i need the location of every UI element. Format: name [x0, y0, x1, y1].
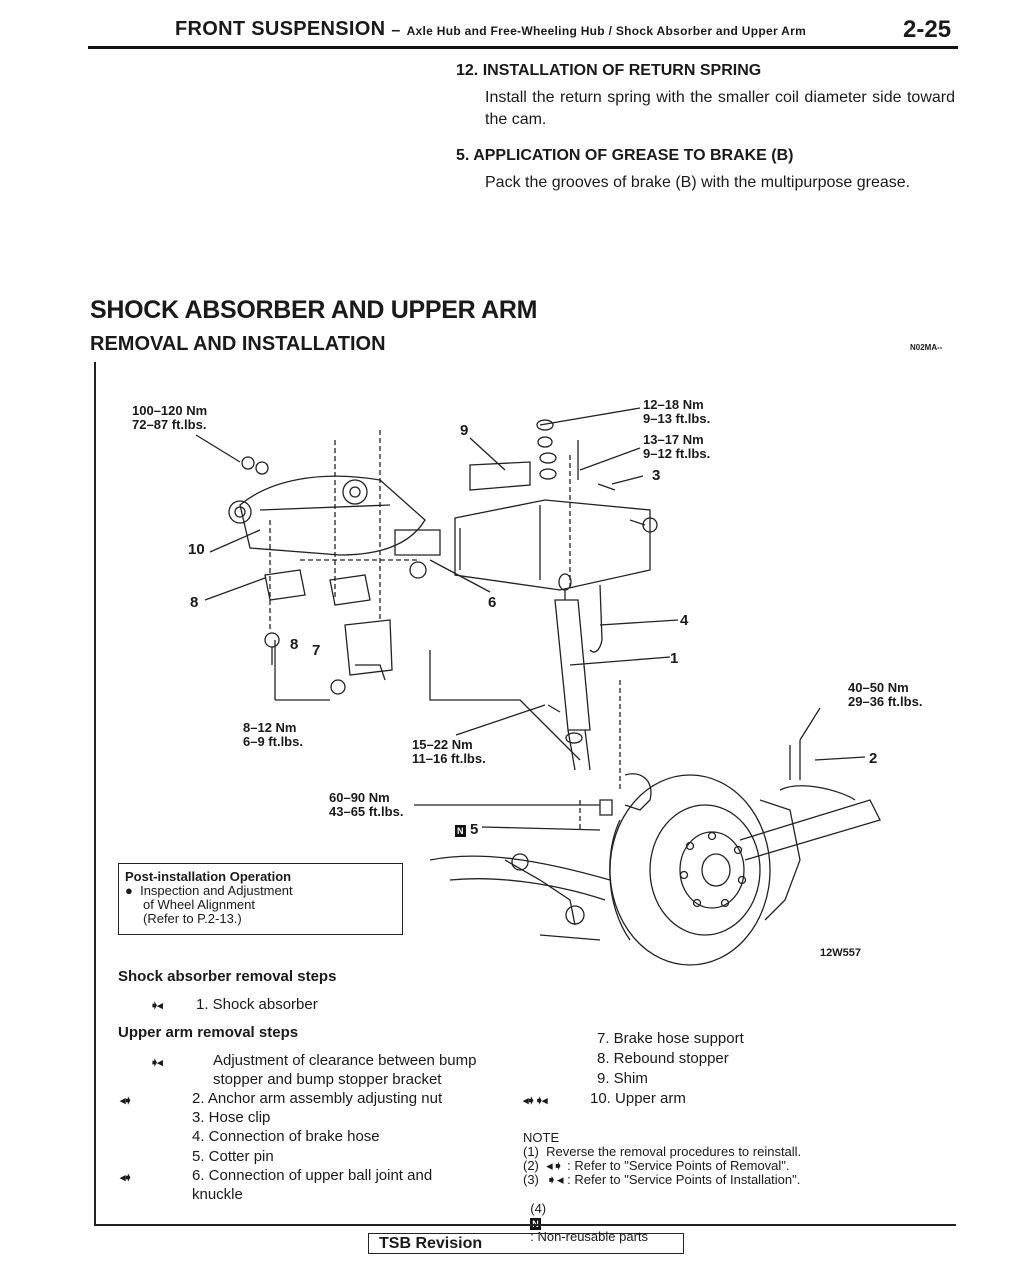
service-point-title-12: 12. INSTALLATION OF RETURN SPRING [456, 62, 762, 79]
header-title: FRONT SUSPENSION–Axle Hub and Free-Wheel… [175, 18, 806, 41]
torque-label-anchor-bolt: 100–120 Nm 72–87 ft.lbs. [132, 403, 208, 432]
upper-arm-step-9: 9. Shim [597, 1070, 648, 1087]
torque-label-shock-lower: 15–22 Nm 11–16 ft.lbs. [412, 737, 486, 766]
post-installation-box: Post-installation Operation ● Inspection… [118, 863, 403, 935]
removal-mark-icon: ◂➧ [120, 1095, 133, 1107]
callout-5: 5 [469, 821, 479, 838]
tsb-revision-box: TSB Revision [368, 1233, 684, 1254]
note-line-3: (3) ➧◂ : Refer to "Service Points of Ins… [523, 1172, 801, 1187]
upper-arm-step-5: 5. Cotter pin [192, 1148, 274, 1165]
header-rule [88, 46, 958, 49]
header-dash: – [391, 22, 401, 39]
upper-arm-step-10: 10. Upper arm [590, 1090, 686, 1107]
removal-mark-icon: ◂➧ [120, 1172, 133, 1184]
torque-label-hose-clip: 13–17 Nm 9–12 ft.lbs. [643, 432, 711, 461]
removal-installation-mark-icon: ◂➧ ➧◂ [523, 1095, 548, 1107]
upper-arm-step-2: 2. Anchor arm assembly adjusting nut [192, 1090, 443, 1107]
post-installation-line-2: of Wheel Alignment [143, 897, 256, 912]
callout-7: 7 [312, 642, 321, 659]
upper-arm-step-3: 3. Hose clip [192, 1109, 271, 1126]
upper-arm-steps-heading: Upper arm removal steps [118, 1024, 299, 1041]
cotter-pin-callout: N 5 [455, 821, 478, 839]
bullet-icon: ● [125, 883, 133, 898]
non-reusable-mark-icon: N [455, 825, 466, 837]
installation-mark-icon: ➧◂ [150, 1000, 163, 1012]
callout-1: 1 [670, 650, 679, 667]
chapter-title: FRONT SUSPENSION [175, 18, 386, 40]
upper-arm-step-adjustment: Adjustment of clearance between bump sto… [213, 1052, 477, 1088]
upper-arm-step-4: 4. Connection of brake hose [192, 1128, 380, 1145]
service-point-body-5: Pack the grooves of brake (B) with the m… [485, 174, 911, 191]
bottom-rule [94, 1224, 956, 1226]
note-4-prefix: (4) [530, 1201, 547, 1216]
section-subtitle: REMOVAL AND INSTALLATION [90, 333, 386, 355]
callout-4: 4 [680, 612, 689, 629]
torque-label-rebound-stopper: 8–12 Nm 6–9 ft.lbs. [243, 720, 303, 749]
note-line-2: (2) ◂➧ : Refer to "Service Points of Rem… [523, 1158, 790, 1173]
section-title: SHOCK ABSORBER AND UPPER ARM [90, 296, 538, 324]
service-point-body-12: Install the return spring with the small… [485, 89, 955, 128]
shock-steps-heading: Shock absorber removal steps [118, 968, 337, 985]
service-point-title-5: 5. APPLICATION OF GREASE TO BRAKE (B) [456, 147, 794, 164]
callout-9: 9 [460, 422, 469, 439]
callout-10: 10 [188, 541, 205, 558]
page-number: 2-25 [903, 16, 952, 43]
shock-step-1: 1. Shock absorber [196, 996, 318, 1013]
post-installation-line-1: Inspection and Adjustment [140, 883, 293, 898]
callout-6: 6 [488, 594, 497, 611]
callout-8-second: 8 [290, 636, 299, 653]
note-title: NOTE [523, 1130, 560, 1145]
post-installation-line-3: (Refer to P.2-13.) [143, 911, 242, 926]
upper-arm-step-7: 7. Brake hose support [597, 1030, 744, 1047]
callout-8: 8 [190, 594, 199, 611]
left-margin-rule [94, 362, 96, 1226]
post-installation-title: Post-installation Operation [125, 869, 292, 884]
torque-label-adjusting-nut: 40–50 Nm 29–36 ft.lbs. [848, 680, 923, 709]
callout-3: 3 [652, 467, 661, 484]
upper-arm-step-8: 8. Rebound stopper [597, 1050, 729, 1067]
note-line-1: (1) Reverse the removal procedures to re… [523, 1144, 802, 1159]
torque-label-ball-joint: 60–90 Nm 43–65 ft.lbs. [329, 790, 404, 819]
figure-code: 12W557 [820, 947, 861, 959]
installation-mark-icon: ➧◂ [150, 1057, 163, 1069]
torque-label-shim-nut: 12–18 Nm 9–13 ft.lbs. [643, 397, 711, 426]
header-subtitle: Axle Hub and Free-Wheeling Hub / Shock A… [406, 24, 807, 38]
upper-arm-step-6: 6. Connection of upper ball joint and kn… [192, 1167, 433, 1203]
callout-2: 2 [869, 750, 878, 767]
section-code: N02MA-- [910, 343, 943, 352]
